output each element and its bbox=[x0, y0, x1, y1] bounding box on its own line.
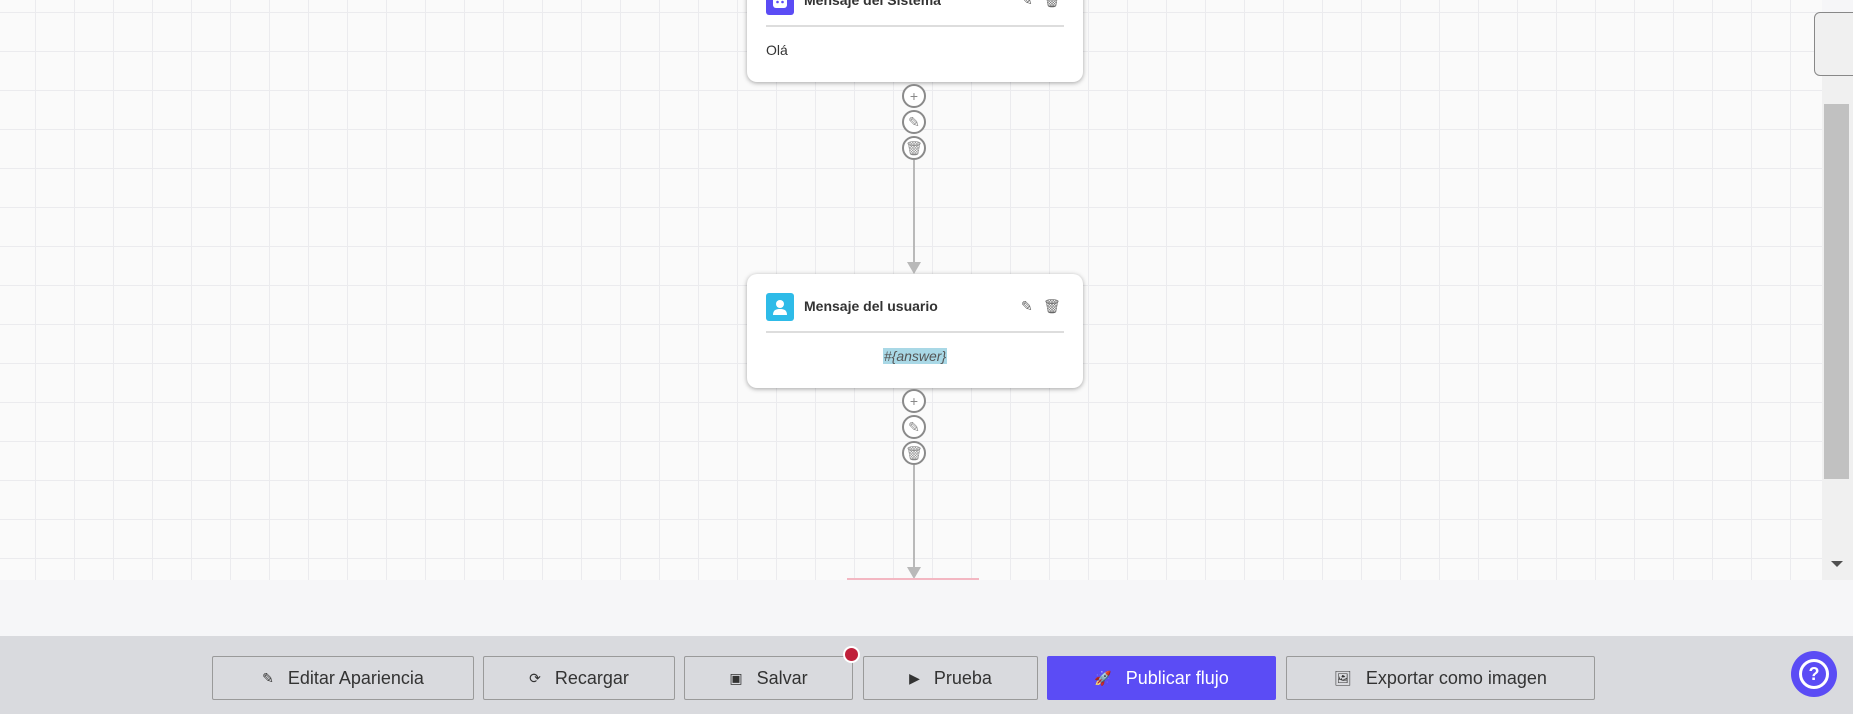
floppy-disk-icon: ▣ bbox=[729, 669, 743, 686]
next-node-edge bbox=[847, 578, 979, 580]
answer-variable: #{answer} bbox=[882, 348, 948, 364]
add-node-icon[interactable]: + bbox=[902, 84, 926, 108]
test-button[interactable]: ▶Prueba bbox=[863, 656, 1038, 700]
image-icon: 🖼 bbox=[1334, 669, 1352, 686]
edit-icon[interactable]: ✎ bbox=[1021, 0, 1033, 8]
rocket-icon: 🚀 bbox=[1094, 669, 1112, 686]
save-button[interactable]: ▣Salvar bbox=[684, 656, 853, 700]
scroll-down-icon[interactable] bbox=[1831, 561, 1843, 567]
divider bbox=[766, 331, 1064, 333]
delete-connection-icon[interactable]: 🗑 bbox=[902, 441, 926, 465]
refresh-icon: ⟳ bbox=[529, 669, 541, 686]
node-title: Mensaje del Sistema bbox=[804, 0, 941, 8]
scrollbar-thumb[interactable] bbox=[1824, 104, 1849, 479]
robot-icon bbox=[766, 0, 794, 15]
node-system-message[interactable]: Mensaje del Sistema ✎ 🗑 Olá bbox=[747, 0, 1083, 82]
user-icon bbox=[766, 293, 794, 321]
edit-connection-icon[interactable]: ✎ bbox=[902, 110, 926, 134]
trash-icon[interactable]: 🗑 bbox=[1043, 0, 1061, 8]
connector-line bbox=[913, 465, 915, 569]
trash-icon[interactable]: 🗑 bbox=[1043, 298, 1061, 314]
node-body: Olá bbox=[766, 42, 788, 58]
divider bbox=[766, 25, 1064, 27]
edit-connection-icon[interactable]: ✎ bbox=[902, 415, 926, 439]
delete-connection-icon[interactable]: 🗑 bbox=[902, 136, 926, 160]
play-icon: ▶ bbox=[909, 669, 920, 686]
flow-canvas[interactable]: Mensaje del Sistema ✎ 🗑 Olá + ✎ 🗑 Mensaj… bbox=[0, 0, 1822, 580]
help-button[interactable]: ? bbox=[1791, 651, 1837, 697]
node-user-message[interactable]: Mensaje del usuario ✎ 🗑 #{answer} bbox=[747, 274, 1083, 388]
scrollbar[interactable] bbox=[1822, 76, 1853, 580]
connector-arrow bbox=[907, 262, 921, 274]
connector-line bbox=[913, 160, 915, 264]
edit-icon[interactable]: ✎ bbox=[1021, 298, 1033, 314]
node-title: Mensaje del usuario bbox=[804, 298, 938, 314]
reload-button[interactable]: ⟳Recargar bbox=[483, 656, 675, 700]
minimap-panel[interactable] bbox=[1814, 12, 1853, 76]
publish-flow-button[interactable]: 🚀Publicar flujo bbox=[1047, 656, 1276, 700]
unsaved-indicator bbox=[843, 646, 860, 663]
edit-icon: ✎ bbox=[262, 669, 274, 686]
connector-arrow bbox=[907, 567, 921, 579]
add-node-icon[interactable]: + bbox=[902, 389, 926, 413]
export-image-button[interactable]: 🖼Exportar como imagen bbox=[1286, 656, 1595, 700]
edit-appearance-button[interactable]: ✎Editar Apariencia bbox=[212, 656, 474, 700]
question-icon: ? bbox=[1799, 659, 1829, 689]
